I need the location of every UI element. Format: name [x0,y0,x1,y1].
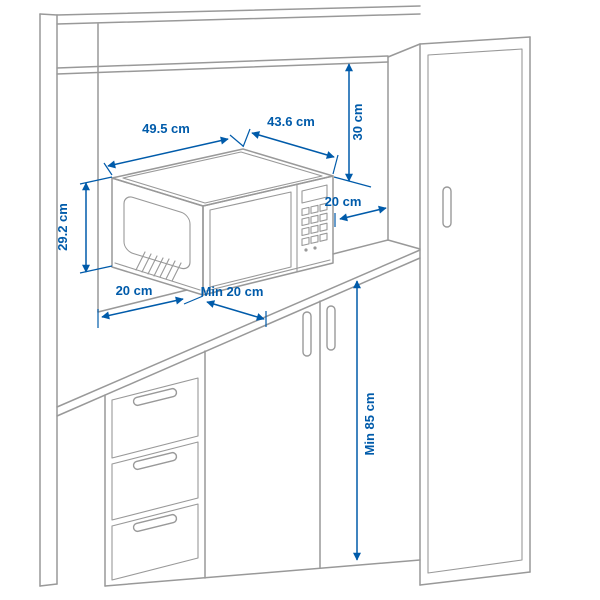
microwave-button [310,224,319,234]
microwave-button [301,216,310,227]
microwave-button [310,214,319,224]
right-tall-cabinet [387,36,531,586]
dimension-label-clearance-front: Min 20 cm [201,284,264,299]
microwave-knob-dot [304,248,308,252]
dimension-label-microwave-height: 29.2 cm [55,203,70,251]
dimension-label-microwave-width: 49.5 cm [142,121,190,136]
microwave-side-panel [123,196,191,270]
dimension-label-clearance-left: 20 cm [116,283,153,298]
dimension-microwave-depth: 43.6 cm [242,114,339,175]
dimension-clearance-right: 20 cm [325,194,387,227]
drawer-handle [132,451,178,471]
microwave-button [301,236,310,247]
microwave-door [209,191,292,288]
microwave-button [319,232,328,242]
left-side-panel [39,13,58,587]
tall-cabinet-handle [442,186,452,228]
dimension-label-clearance-above: 30 cm [350,104,365,141]
microwave-button [301,206,310,217]
base-cabinet-drawers [104,350,421,587]
microwave-top-rim [122,151,323,204]
door-handle [302,311,312,357]
door-handle [326,305,336,351]
dimension-worktop-height: Min 85 cm [353,280,377,561]
dimension-clearance-front: Min 20 cm [201,284,267,327]
dimension-clearance-above: 30 cm [333,63,372,188]
microwave-front-face [202,175,334,296]
drawer-front [111,377,199,459]
dimension-clearance-left: 20 cm [97,283,204,328]
dimension-label-microwave-depth: 43.6 cm [267,114,315,129]
drawer-front [111,441,199,521]
microwave-control-panel [296,183,328,273]
microwave-button [319,212,328,222]
microwave-button [301,226,310,237]
depth-arrow [251,131,335,159]
wall-cabinets [56,5,421,313]
dimension-label-clearance-right: 20 cm [325,194,362,209]
microwave-display [301,184,328,204]
microwave-button [319,202,328,212]
microwave-knob-dot [313,246,317,250]
dimension-label-worktop-height: Min 85 cm [362,393,377,456]
drawer-handle [132,513,178,533]
drawer-handle [132,387,178,407]
clearance-right-arrow [339,205,387,222]
dimension-microwave-height: 29.2 cm [55,176,113,274]
dimension-microwave-width: 49.5 cm [103,121,244,176]
microwave-vent-slats [135,251,182,282]
clearance-left-arrow [101,296,184,320]
clearance-front-arrow [206,300,265,321]
base-cabinet-doors [302,300,336,569]
microwave [111,148,334,296]
microwave-side-face [111,177,204,296]
drawer-front [111,503,199,581]
microwave-button [319,222,328,232]
microwave-button [310,204,319,214]
microwave-button [310,234,319,244]
width-arrow [107,136,229,169]
